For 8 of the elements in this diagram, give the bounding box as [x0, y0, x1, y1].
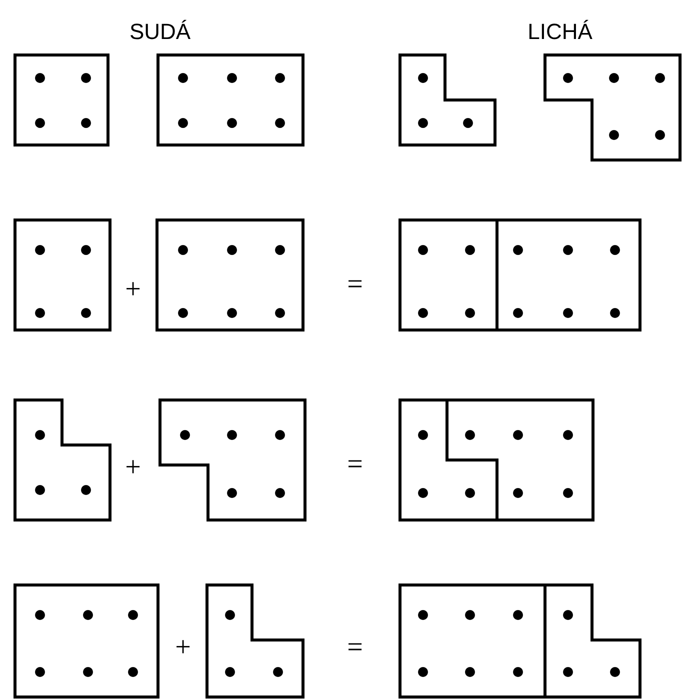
operator-symbol: +	[125, 453, 141, 483]
column-heading: LICHÁ	[528, 20, 592, 44]
column-heading: SUDÁ	[129, 20, 191, 44]
operator-symbol: =	[347, 633, 363, 663]
operator-symbol: +	[175, 633, 191, 663]
operator-symbol: +	[125, 275, 141, 305]
operator-symbol: =	[347, 450, 363, 480]
operator-symbol: =	[347, 270, 363, 300]
